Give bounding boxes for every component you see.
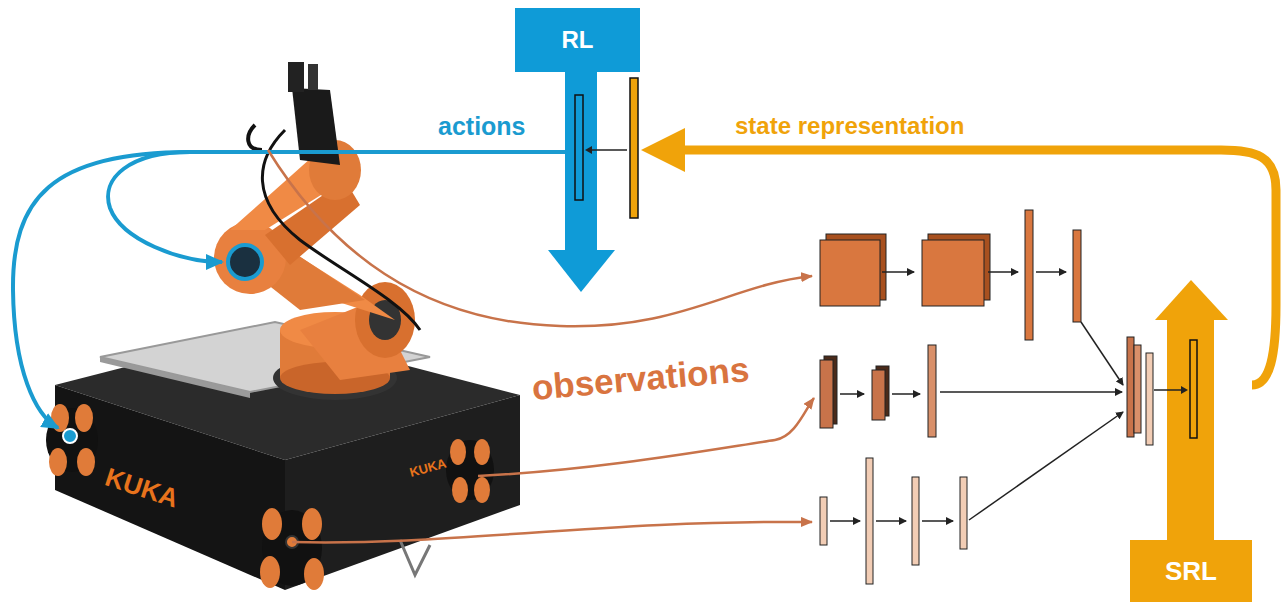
neural-network — [820, 210, 1153, 584]
observation-arrows — [268, 150, 814, 542]
cable — [400, 540, 430, 575]
actions-label: actions — [438, 112, 526, 141]
srl-block: SRL — [1130, 280, 1252, 602]
block-title: SRL — [1130, 540, 1252, 602]
block-title: RL — [515, 8, 640, 72]
rl-block: RL — [515, 8, 640, 293]
mecanum-wheel — [46, 404, 98, 476]
block-arrow-shape — [1130, 280, 1252, 602]
mecanum-wheel — [446, 439, 494, 503]
edge-label: state representation — [735, 112, 964, 140]
robot-arm — [214, 62, 420, 400]
observations-label: observations — [530, 349, 751, 408]
mecanum-wheel — [260, 508, 324, 590]
arrowhead — [641, 128, 685, 172]
action-arrows — [13, 152, 576, 428]
robot-base — [55, 322, 520, 590]
